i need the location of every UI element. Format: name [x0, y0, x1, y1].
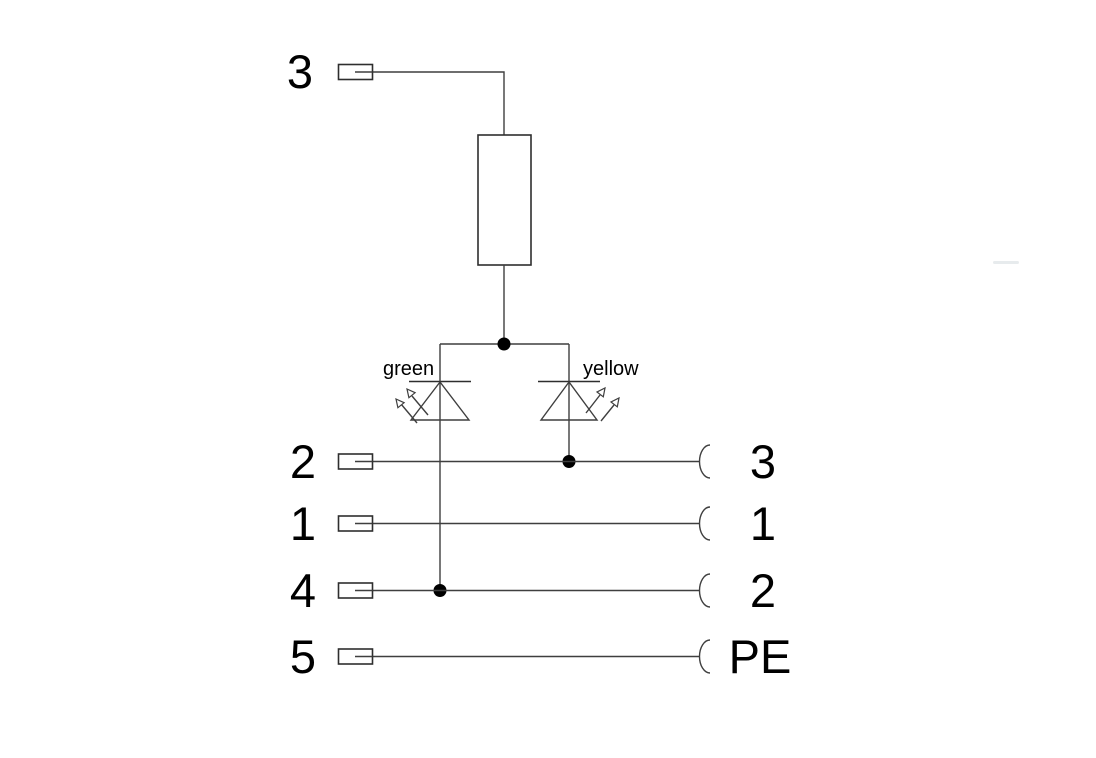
led-green-label: green	[383, 358, 434, 380]
wire-row-pin2: 2 3	[290, 435, 776, 488]
left-pin-label: 4	[290, 564, 316, 617]
arrow-head	[609, 396, 620, 408]
arrow-shaft	[411, 395, 429, 416]
led-yellow-label: yellow	[583, 358, 639, 380]
wire-row-pin4: 4 2	[290, 564, 776, 617]
left-pin-label: 5	[290, 630, 316, 683]
socket-contact-arc	[698, 573, 711, 608]
junction-dot-split	[497, 337, 511, 351]
wire-pin3-to-resistor	[355, 71, 505, 135]
arrow-shaft	[585, 394, 601, 414]
led-yellow-triangle	[539, 380, 599, 421]
arrow-shaft	[600, 404, 615, 422]
right-contact-label: 2	[750, 564, 776, 617]
led-green-emission-arrows	[395, 387, 429, 424]
socket-contact-arc	[698, 444, 711, 479]
top-pin-label: 3	[287, 45, 313, 98]
arrow-head	[406, 387, 417, 399]
arrow-head	[595, 386, 606, 398]
arrow-shaft	[400, 403, 418, 424]
left-pin-label: 1	[290, 497, 316, 550]
arrow-head	[395, 397, 406, 409]
socket-contact-arc	[698, 639, 711, 674]
right-contact-label: 1	[750, 497, 776, 550]
led-yellow-emission-arrows	[585, 386, 620, 422]
right-contact-label: PE	[729, 630, 792, 683]
led-green-triangle	[409, 380, 471, 421]
top-branch: 3	[287, 45, 569, 351]
led-yellow: yellow	[538, 344, 639, 468]
socket-contact-arc	[698, 506, 711, 541]
resistor-body	[477, 134, 532, 266]
faint-artifact-dash	[993, 261, 1019, 264]
right-contact-label: 3	[750, 435, 776, 488]
wire-row-pin1: 1 1	[290, 497, 776, 550]
wire-row-pin5: 5 PE	[290, 630, 791, 683]
led-green: green	[383, 344, 471, 597]
left-pin-label: 2	[290, 435, 316, 488]
